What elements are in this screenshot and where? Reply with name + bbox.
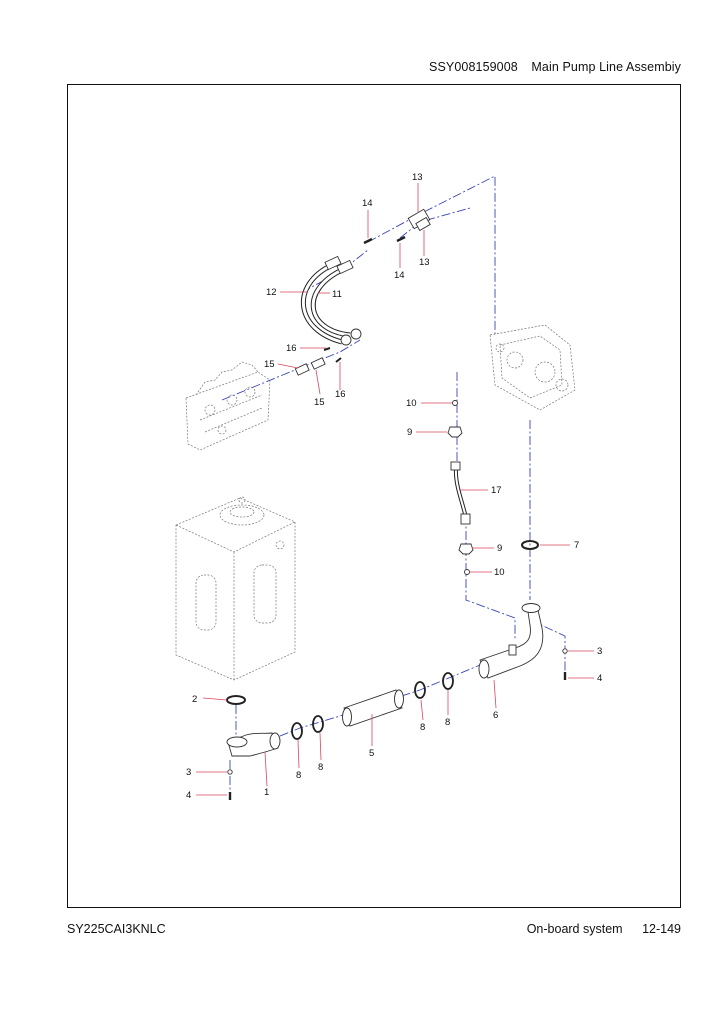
page-title: Main Pump Line Assembiy xyxy=(531,60,681,74)
o-ring-2 xyxy=(226,695,246,705)
flange-13 xyxy=(407,208,431,232)
elbow-pipe-6 xyxy=(478,603,544,679)
footer-section: On-board system xyxy=(526,922,623,936)
callout-2: 2 xyxy=(192,694,197,705)
callout-14-bottom: 14 xyxy=(394,270,405,281)
callout-10-top: 10 xyxy=(406,398,417,409)
control-valve xyxy=(185,361,271,451)
callout-16-top: 16 xyxy=(286,343,297,354)
callout-13-bottom: 13 xyxy=(419,257,430,268)
footer-model: SY225CAI3KNLC xyxy=(67,922,166,936)
hose-clamps-8 xyxy=(291,672,454,740)
callout-7: 7 xyxy=(574,540,579,551)
callout-15-bottom: 15 xyxy=(314,397,325,408)
callout-13-top: 13 xyxy=(412,172,423,183)
callout-11: 11 xyxy=(332,289,342,300)
hydraulic-tank xyxy=(175,496,296,681)
callout-8-d: 8 xyxy=(420,722,425,733)
leader-lines xyxy=(196,183,594,796)
suction-hose-5 xyxy=(342,689,404,727)
diagram-frame xyxy=(67,84,681,908)
callout-8-b: 8 xyxy=(318,762,323,773)
page-header: SSY008159008 Main Pump Line Assembiy xyxy=(429,60,681,74)
callout-3-left: 3 xyxy=(186,767,191,778)
footer-page-number: 12-149 xyxy=(642,922,681,936)
bolts-14 xyxy=(363,235,406,245)
callout-8-c: 8 xyxy=(445,717,450,728)
bolts-3-4 xyxy=(227,648,568,800)
fittings-15-16 xyxy=(294,347,342,376)
callout-5: 5 xyxy=(369,748,374,759)
callout-3-right: 3 xyxy=(597,646,602,657)
callout-8-a: 8 xyxy=(296,770,301,781)
callout-17: 17 xyxy=(491,485,502,496)
callout-9-bottom: 9 xyxy=(497,543,502,554)
callout-10-bottom: 10 xyxy=(494,567,505,578)
fittings-9-10-17 xyxy=(447,400,474,575)
callout-12: 12 xyxy=(266,287,277,298)
callout-14-top: 14 xyxy=(362,198,373,209)
callout-labels: 13 14 13 14 12 11 16 15 15 16 10 9 17 9 … xyxy=(186,172,602,801)
hose-11-12 xyxy=(301,255,362,346)
document-code: SSY008159008 xyxy=(429,60,518,74)
callout-16-bottom: 16 xyxy=(335,389,346,400)
callout-4-left: 4 xyxy=(186,790,191,801)
callout-1: 1 xyxy=(264,787,269,798)
assembly-centerlines xyxy=(221,175,566,800)
main-pump xyxy=(489,324,576,411)
elbow-pipe-1 xyxy=(226,732,281,757)
callout-9-top: 9 xyxy=(407,427,412,438)
callout-15-left: 15 xyxy=(264,359,275,370)
callout-6: 6 xyxy=(493,710,498,721)
page-footer: On-board system 12-149 xyxy=(527,922,681,936)
callout-4-right: 4 xyxy=(597,673,602,684)
o-ring-7 xyxy=(521,540,539,550)
